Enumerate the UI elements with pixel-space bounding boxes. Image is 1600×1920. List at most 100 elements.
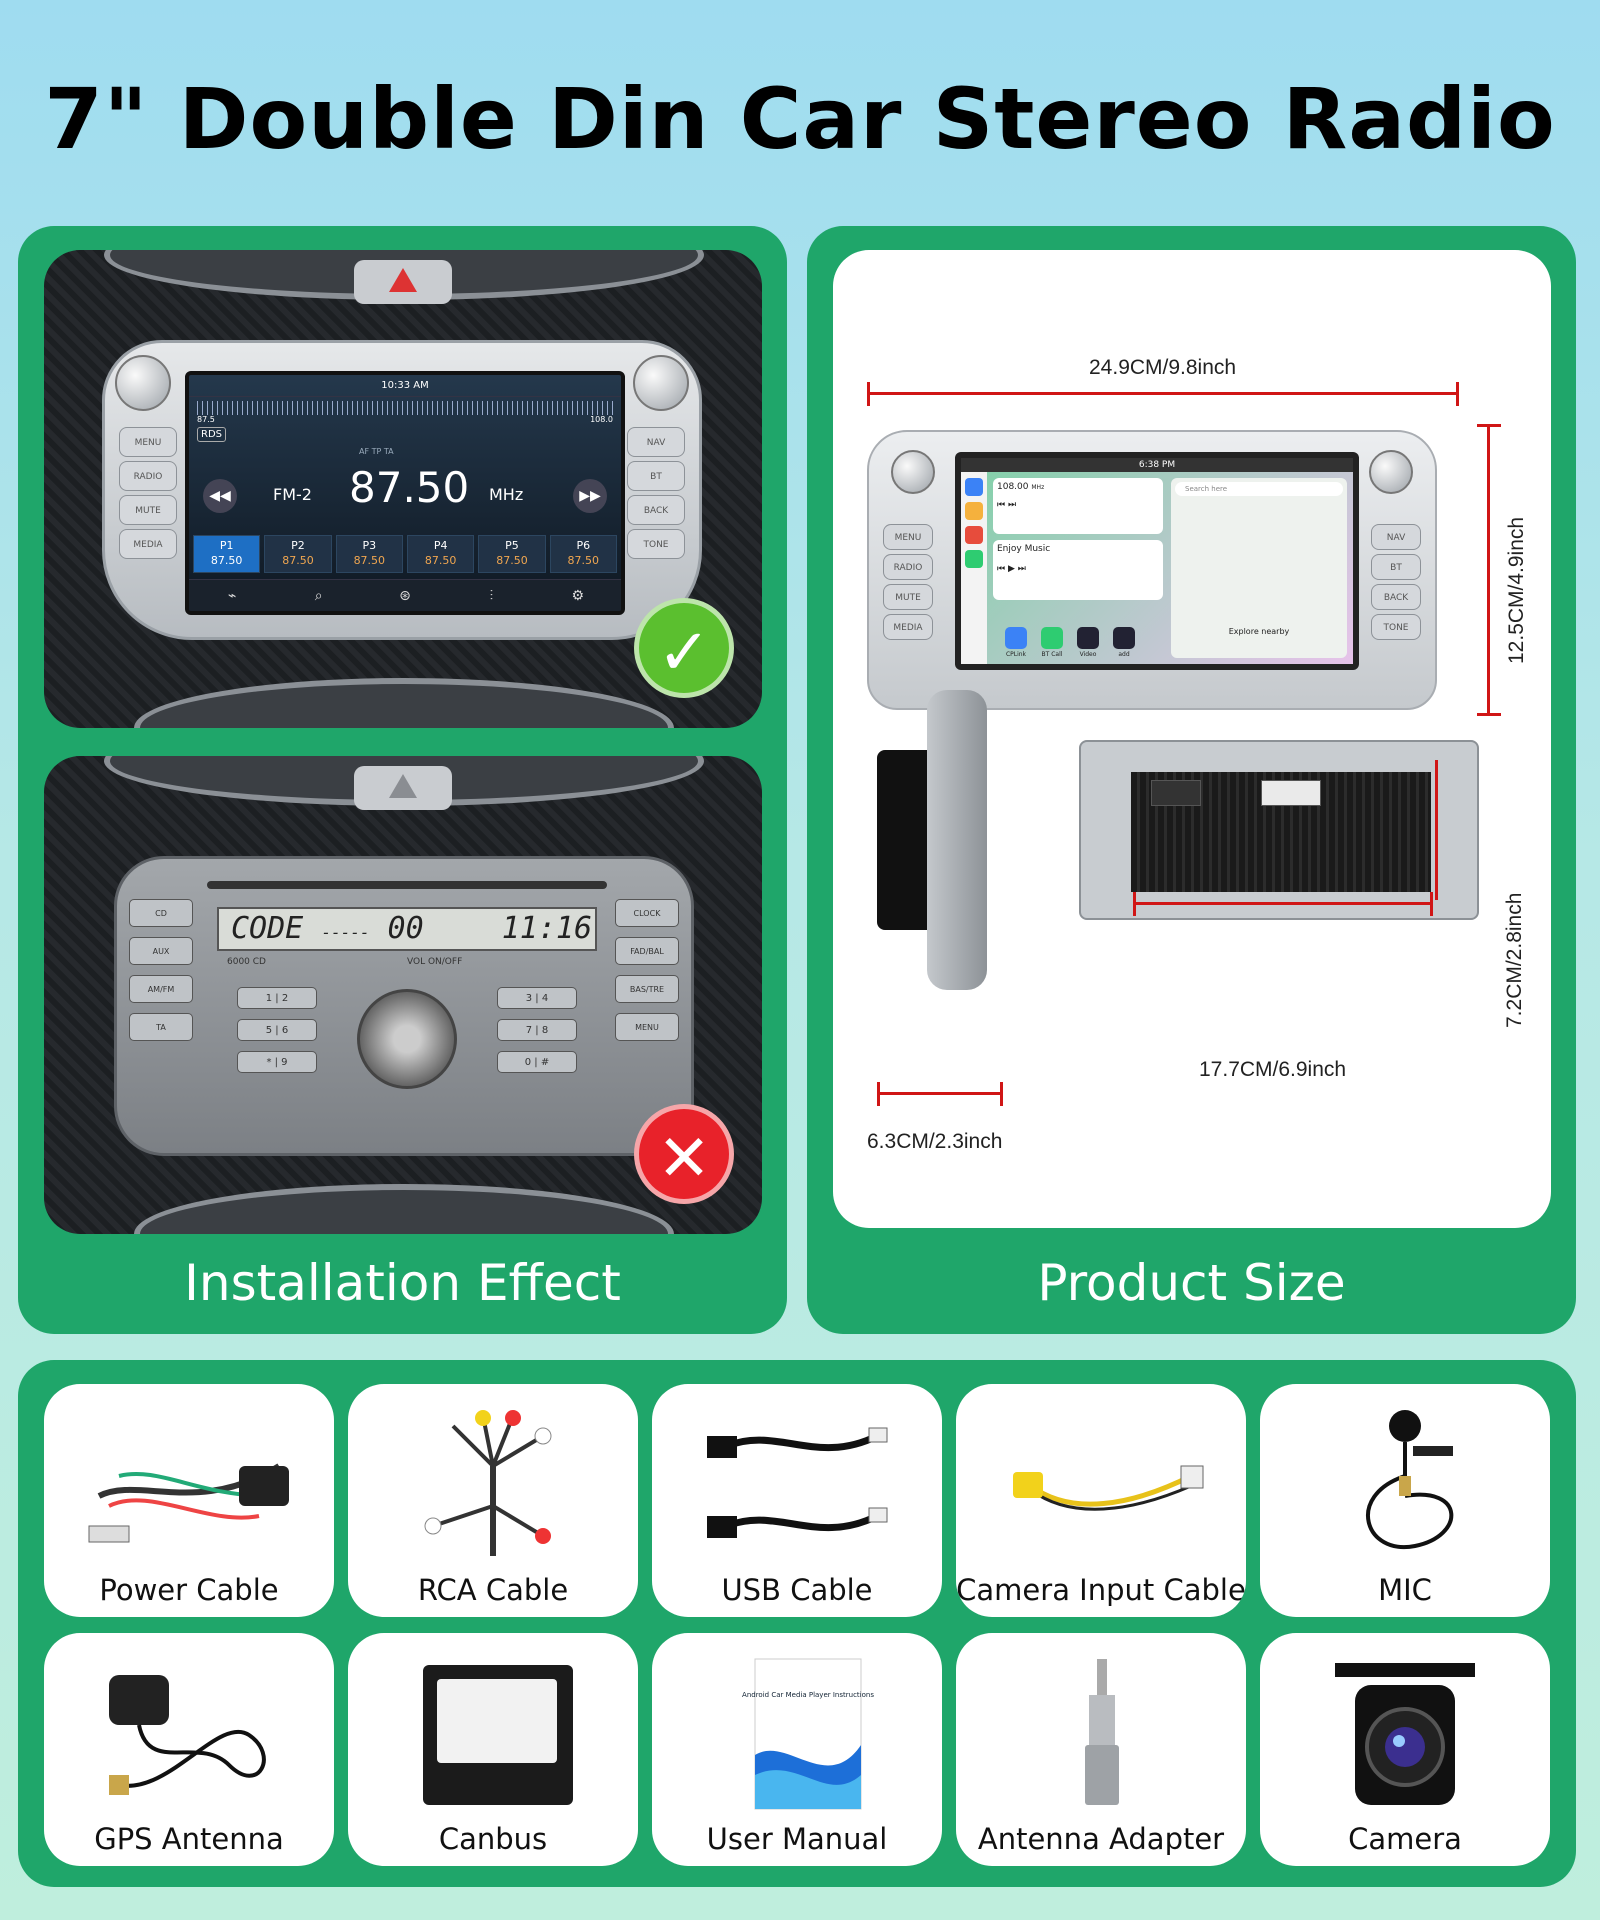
accessories-panel: Power Cable RCA Cable USB Cable [18, 1360, 1576, 1887]
gps-antenna-icon [109, 1675, 266, 1795]
frequency-scale [197, 401, 613, 415]
volume-knob [891, 450, 935, 494]
app-bt-call: BT Call [1037, 627, 1067, 658]
band-label: FM-2 [273, 485, 312, 504]
side-button: MENU [119, 427, 177, 457]
dimension-cap [1133, 892, 1136, 916]
cd-key: AUX [129, 937, 193, 965]
cd-key: FAD/BAL [615, 937, 679, 965]
height-dimension-line [1487, 424, 1490, 716]
back-width-dimension-line [1133, 902, 1433, 905]
phone-icon [965, 550, 983, 568]
rds-flags: AF TP TA [359, 447, 394, 456]
side-button: NAV [627, 427, 685, 457]
size-card: 24.9CM/9.8inch 12.5CM/4.9inch MENU RADIO… [833, 250, 1551, 1228]
accessory-label: MIC [1378, 1573, 1432, 1607]
installation-panel: MENU RADIO MUTE MEDIA NAV BT BACK TONE 1… [18, 226, 787, 1334]
music-widget: Enjoy Music ⏮ ▶ ⏭ [993, 540, 1163, 600]
connector [1261, 780, 1321, 806]
depth-label: 6.3CM/2.3inch [867, 1130, 1003, 1153]
product-size-panel: 24.9CM/9.8inch 12.5CM/4.9inch MENU RADIO… [807, 226, 1576, 1334]
back-height-dimension-line [1435, 760, 1438, 900]
depth-dimension-line [877, 1092, 1003, 1095]
volume-dial [357, 989, 457, 1089]
seek-forward-icon: ▶▶ [573, 479, 607, 513]
side-button: MEDIA [119, 529, 177, 559]
side-button: NAV [1371, 524, 1421, 550]
back-width-label: 17.7CM/6.9inch [1199, 1058, 1347, 1081]
width-dimension-line [867, 392, 1459, 395]
cd-key: 0 | # [497, 1051, 577, 1073]
cd-key: 7 | 8 [497, 1019, 577, 1041]
rca-cable-icon [424, 1410, 552, 1556]
carplay-screen: 6:38 PM 108.00 MHz ⏮ ⏭ Enjoy Music ⏮ ▶ ⏭ [955, 452, 1359, 670]
dimension-cap [1430, 892, 1433, 916]
canbus-icon [423, 1665, 573, 1805]
frequency-display: 87.50 [349, 463, 470, 512]
side-button: RADIO [883, 554, 933, 580]
left-side-buttons: MENU RADIO MUTE MEDIA [119, 427, 177, 563]
accessory-label: Canbus [438, 1822, 548, 1856]
cd-key: BAS/TRE [615, 975, 679, 1003]
left-side-buttons: MENU RADIO MUTE MEDIA [883, 524, 933, 644]
app-cplink: CPLink [1001, 627, 1031, 658]
tune-knob [633, 355, 689, 411]
grid-icon [965, 478, 983, 496]
power-cable-icon [88, 1463, 289, 1543]
side-button: BACK [1371, 584, 1421, 610]
cd-slot [207, 881, 607, 889]
accessory-antenna-adapter: Antenna Adapter [956, 1633, 1246, 1866]
accessory-gps-antenna: GPS Antenna [44, 1633, 334, 1866]
music-icon [965, 526, 983, 544]
status-time: 6:38 PM [961, 458, 1353, 472]
side-button: TONE [1371, 614, 1421, 640]
accessory-label: User Manual [706, 1822, 888, 1856]
back-height-label: 7.2CM/2.8inch [1503, 892, 1526, 1028]
cd-right-keys: CLOCK FAD/BAL BAS/TRE MENU [615, 899, 679, 1051]
signal-icon: ⌁ [227, 588, 237, 604]
original-photo: CD AUX AM/FM TA CLOCK FAD/BAL BAS/TRE ME… [44, 756, 762, 1234]
cd-key: MENU [615, 1013, 679, 1041]
camera-icon [1335, 1663, 1475, 1805]
volume-label: VOL ON/OFF [407, 957, 463, 967]
cd-display: CODE ----- 00 11:16 [217, 907, 597, 951]
frequency-unit: MHz [489, 485, 524, 504]
cd-key: 5 | 6 [237, 1019, 317, 1041]
right-side-buttons: NAV BT BACK TONE [1371, 524, 1421, 644]
antenna-adapter-icon [1085, 1659, 1119, 1805]
rds-badge: RDS [197, 427, 226, 442]
accessory-mic: MIC [1260, 1384, 1550, 1617]
scale-low: 87.5 [197, 415, 215, 424]
cd-key: CD [129, 899, 193, 927]
number-keys-right: 3 | 4 7 | 8 0 | # [497, 987, 577, 1083]
side-button: MEDIA [883, 614, 933, 640]
radio-widget: 108.00 MHz ⏮ ⏭ [993, 478, 1163, 534]
explore-nearby: Explore nearby [1228, 627, 1290, 636]
check-icon: ✓ [634, 598, 734, 698]
cd-key: * | 9 [237, 1051, 317, 1073]
manual-cover-text: Android Car Media Player Instructions [742, 1691, 874, 1699]
dimension-cap [867, 382, 870, 406]
accessories-grid: Power Cable RCA Cable USB Cable [44, 1384, 1550, 1866]
side-button: BT [627, 461, 685, 491]
dimension-cap [1477, 713, 1501, 716]
accessory-label: Antenna Adapter [977, 1822, 1225, 1856]
app-add: add [1109, 627, 1139, 658]
cd-key: TA [129, 1013, 193, 1041]
back-view [1079, 740, 1479, 920]
mic-icon [1366, 1410, 1454, 1550]
usb-cable-icon [707, 1427, 888, 1538]
installation-caption: Installation Effect [184, 1254, 621, 1312]
accessory-canbus: Canbus [348, 1633, 638, 1866]
equalizer-icon: ⫶ [489, 588, 494, 604]
search-icon: ⌕ [314, 588, 323, 604]
side-button: RADIO [119, 461, 177, 491]
installed-photo: MENU RADIO MUTE MEDIA NAV BT BACK TONE 1… [44, 250, 762, 728]
radio-screen: 10:33 AM 87.5 108.0 RDS AF TP TA ◀◀ FM-2… [185, 371, 625, 615]
accessory-camera-input-cable: Camera Input Cable [956, 1384, 1246, 1617]
